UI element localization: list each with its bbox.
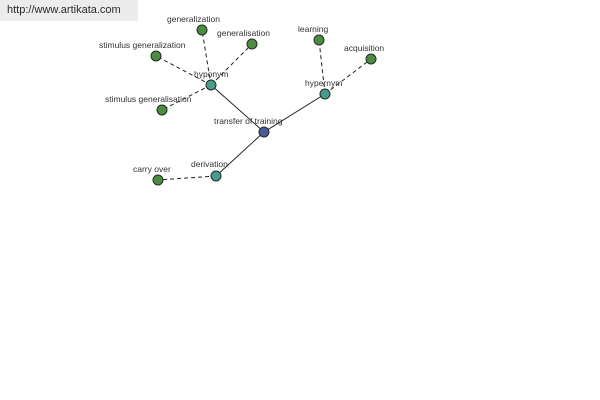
label-transfer-of-training: transfer of training [214,116,283,126]
label-stimulus-generalization: stimulus generalization [99,40,186,50]
edge-hyponym-generalization [201,29,212,86]
source-url-banner[interactable]: http://www.artikata.com [0,0,138,21]
label-learning: learning [298,24,329,34]
edge-hyponym-generalisation [210,43,253,86]
node-hypernym[interactable] [319,88,331,100]
label-acquisition: acquisition [344,43,384,53]
node-generalization[interactable] [196,24,208,36]
node-derivation[interactable] [210,170,222,182]
edge-hyponym-stimulus-generalisation [161,84,212,111]
label-derivation: derivation [191,159,228,169]
label-generalisation: generalisation [217,28,270,38]
edge-hypernym-acquisition [324,58,372,95]
node-transfer-of-training[interactable] [258,126,270,138]
label-carry-over: carry over [133,164,171,174]
label-hypernym: hypernym [305,78,342,88]
edge-derivation-carry-over [157,175,217,181]
edge-center-hyponym [210,84,265,133]
node-generalisation[interactable] [246,38,258,50]
node-hyponym[interactable] [205,79,217,91]
edge-center-hypernym [263,93,326,133]
edge-center-derivation [215,131,265,177]
label-hyponym: hyponym [194,69,229,79]
label-stimulus-generalisation: stimulus generalisation [105,94,192,104]
node-carry-over[interactable] [152,174,164,186]
node-stimulus-generalization[interactable] [150,50,162,62]
node-stimulus-generalisation[interactable] [156,104,168,116]
label-generalization: generalization [167,14,220,24]
edge-hypernym-learning [318,39,326,95]
edge-hyponym-stimulus-generalization [155,55,212,86]
node-learning[interactable] [313,34,325,46]
node-acquisition[interactable] [365,53,377,65]
